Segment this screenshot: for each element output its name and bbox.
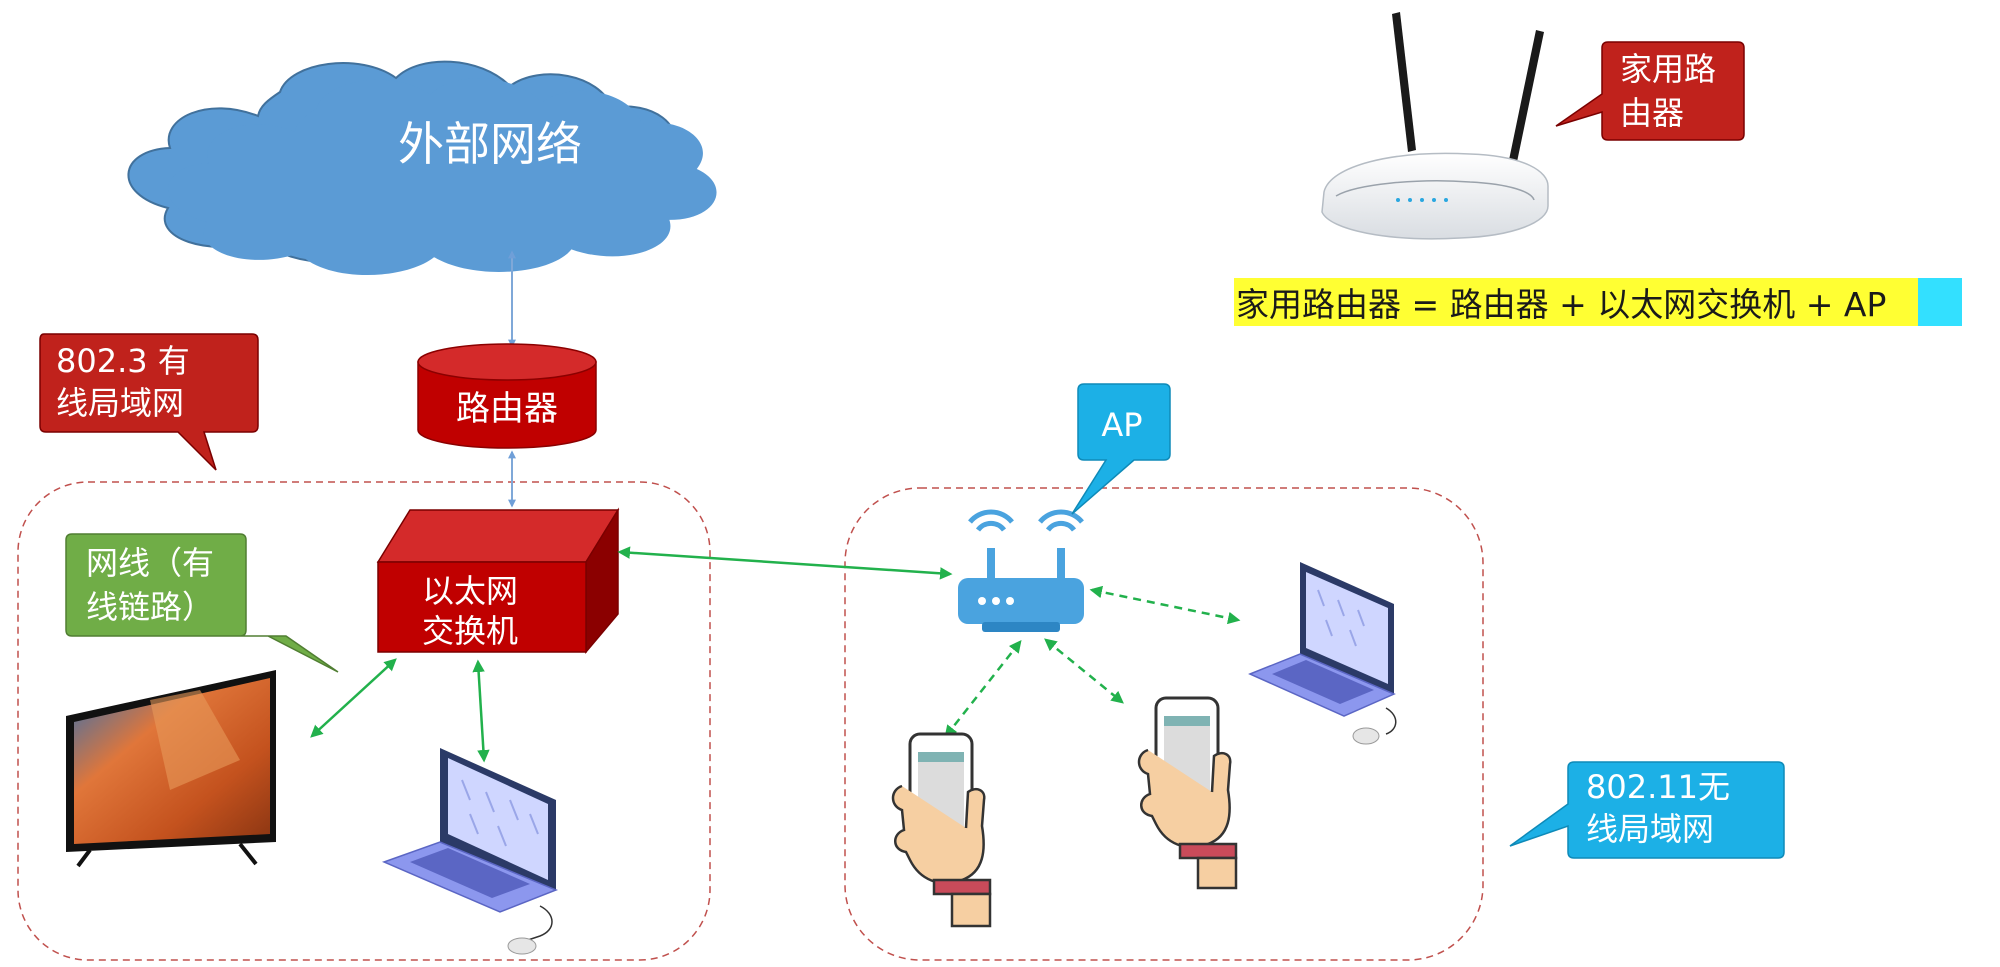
- wired-lan-callout: 802.3 有 线局域网: [39, 333, 259, 471]
- smartphone-in-hand-icon: [891, 732, 992, 928]
- switch-laptop-link: [472, 659, 490, 763]
- wireless-lan-callout: 802.11无 线局域网: [1509, 761, 1785, 859]
- switch-ap-link: [617, 546, 953, 580]
- ap-callout-label: AP: [1101, 406, 1142, 444]
- smartphone-in-hand-icon: [1137, 696, 1238, 890]
- laptop-icon: [1248, 562, 1397, 745]
- switch-tv-link: [310, 658, 397, 738]
- home-router-callout-line1: 家用路: [1620, 50, 1716, 88]
- cable-callout-line1: 网线（有: [86, 544, 214, 582]
- ap-callout: AP: [1071, 383, 1171, 515]
- equation-part1: 家用路由器 = 路由器 + 以太网交换机 +: [1236, 285, 1844, 324]
- wireless-lan-callout-line2: 线局域网: [1586, 810, 1714, 848]
- external-network-cloud: 外部网络: [127, 60, 717, 276]
- equation-part2: AP: [1844, 285, 1886, 324]
- equation-text: 家用路由器 = 路由器 + 以太网交换机 + AP: [1236, 285, 1886, 324]
- switch-label-line1: 以太网: [422, 572, 518, 610]
- wired-lan-callout-line1: 802.3 有: [56, 342, 190, 380]
- router-label: 路由器: [456, 389, 558, 429]
- wired-lan-callout-line2: 线局域网: [56, 384, 184, 422]
- home-router-equation: 家用路由器 = 路由器 + 以太网交换机 + AP: [1234, 278, 1962, 326]
- ap-phone2-wireless-link: [1044, 638, 1124, 704]
- home-router-photo-icon: [1321, 12, 1549, 240]
- router-cylinder: 路由器: [417, 343, 597, 449]
- ethernet-switch-box: 以太网 交换机: [376, 507, 620, 655]
- cable-callout-line2: 线链路）: [86, 588, 214, 626]
- home-router-callout-line2: 由器: [1620, 94, 1684, 132]
- wired-lan-region: [17, 481, 711, 961]
- ap-phone1-wireless-link: [944, 640, 1022, 738]
- laptop-icon: [381, 748, 559, 955]
- cable-callout: 网线（有 线链路）: [65, 533, 339, 673]
- tv-icon: [66, 670, 276, 868]
- wireless-lan-region: [844, 487, 1484, 961]
- wireless-lan-callout-line1: 802.11无: [1586, 768, 1730, 806]
- wifi-router-icon: [958, 509, 1084, 632]
- cloud-label: 外部网络: [398, 117, 582, 171]
- ap-laptop-wireless-link: [1089, 585, 1241, 625]
- home-router-callout: 家用路 由器: [1555, 41, 1745, 141]
- switch-label-line2: 交换机: [422, 612, 518, 650]
